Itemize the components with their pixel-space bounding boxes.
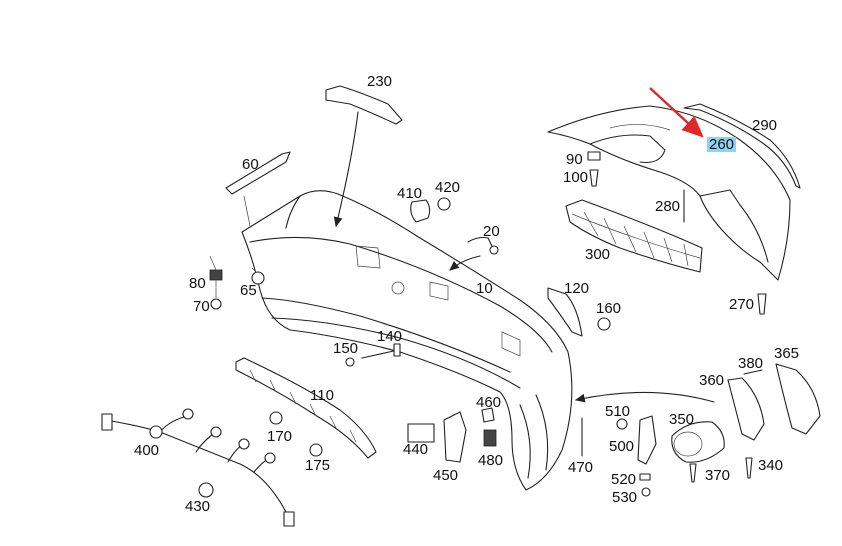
- clip-175-part: [309, 443, 323, 457]
- part-label: 450: [433, 467, 459, 484]
- part-label: 410: [397, 185, 423, 202]
- part-label: 470: [568, 459, 594, 476]
- clip-160-part: [597, 317, 611, 331]
- harness-400-part: [101, 408, 295, 527]
- part-label: 175: [305, 457, 331, 474]
- pointer-arrow: [649, 87, 704, 138]
- module-440-part: [407, 423, 435, 443]
- screw-380-part: [743, 369, 763, 375]
- part-label: 440: [403, 441, 429, 458]
- clip-520-part: [639, 473, 651, 481]
- absorber-110-part: [235, 357, 377, 459]
- part-label: 120: [564, 280, 590, 297]
- clip-460-part: [481, 407, 495, 423]
- part-label: 65: [240, 282, 257, 299]
- part-label: 110: [310, 387, 334, 404]
- clip-510-part: [616, 418, 628, 430]
- part-label: 530: [612, 489, 638, 506]
- sensor-430-part: [198, 482, 214, 498]
- part-label: 10: [476, 280, 493, 297]
- part-label: 140: [377, 328, 403, 345]
- bracket-480-part: [483, 429, 497, 447]
- part-label: 510: [605, 403, 631, 420]
- clip-65-part: [251, 271, 265, 285]
- clip-270-part: [757, 293, 767, 315]
- part-label: 365: [774, 345, 800, 362]
- part-label: 280: [655, 198, 681, 215]
- bumper-cover-part: [241, 190, 573, 491]
- trim-350-part: [671, 421, 725, 463]
- part-label: 350: [669, 411, 695, 428]
- bracket-450-part: [443, 411, 467, 463]
- part-label: 360: [699, 372, 725, 389]
- clip-80-part: [209, 269, 223, 281]
- part-label: 430: [185, 498, 211, 515]
- nut-70-part: [210, 298, 222, 310]
- part-label: 370: [705, 467, 731, 484]
- part-label: 460: [476, 394, 502, 411]
- bracket-365-part: [775, 363, 821, 435]
- part-label: 300: [585, 246, 611, 263]
- clip-170-part: [269, 411, 283, 425]
- part-label: 160: [596, 300, 622, 317]
- guide-300-part: [565, 199, 703, 273]
- part-label: 80: [189, 275, 206, 292]
- cable-20-part: [467, 236, 493, 247]
- washer-150-part: [345, 357, 355, 367]
- screw-370-part: [689, 463, 697, 483]
- bracket-230-part: [325, 85, 403, 125]
- bracket-360-part: [727, 377, 765, 441]
- part-label: 70: [193, 298, 210, 315]
- part-label-highlighted: 260: [707, 136, 737, 153]
- part-label: 90: [566, 151, 583, 168]
- bolt-140-part: [361, 349, 399, 359]
- part-label: 500: [609, 438, 635, 455]
- screw-530-part: [641, 487, 651, 497]
- clip-100-part: [589, 169, 599, 187]
- sensor-410-part: [410, 199, 431, 223]
- bracket-500-part: [637, 415, 657, 465]
- part-label: 340: [758, 457, 784, 474]
- strip-60-part: [225, 151, 291, 195]
- part-label: 380: [738, 355, 764, 372]
- part-label: 270: [729, 296, 755, 313]
- part-label: 480: [478, 452, 504, 469]
- clip-90-part: [587, 151, 601, 161]
- part-label: 290: [752, 117, 778, 134]
- part-label: 150: [333, 340, 359, 357]
- part-label: 60: [242, 156, 259, 173]
- bracket-120-part: [547, 287, 583, 337]
- part-label: 230: [367, 73, 393, 90]
- trim-strip-part: [683, 103, 801, 189]
- part-label: 420: [435, 179, 461, 196]
- part-label: 170: [267, 428, 293, 445]
- part-label: 520: [611, 471, 637, 488]
- part-label: 20: [483, 223, 500, 240]
- part-label: 100: [563, 169, 589, 186]
- part-label: 400: [134, 442, 160, 459]
- screw-340-part: [745, 457, 753, 479]
- ring-420-part: [437, 197, 451, 211]
